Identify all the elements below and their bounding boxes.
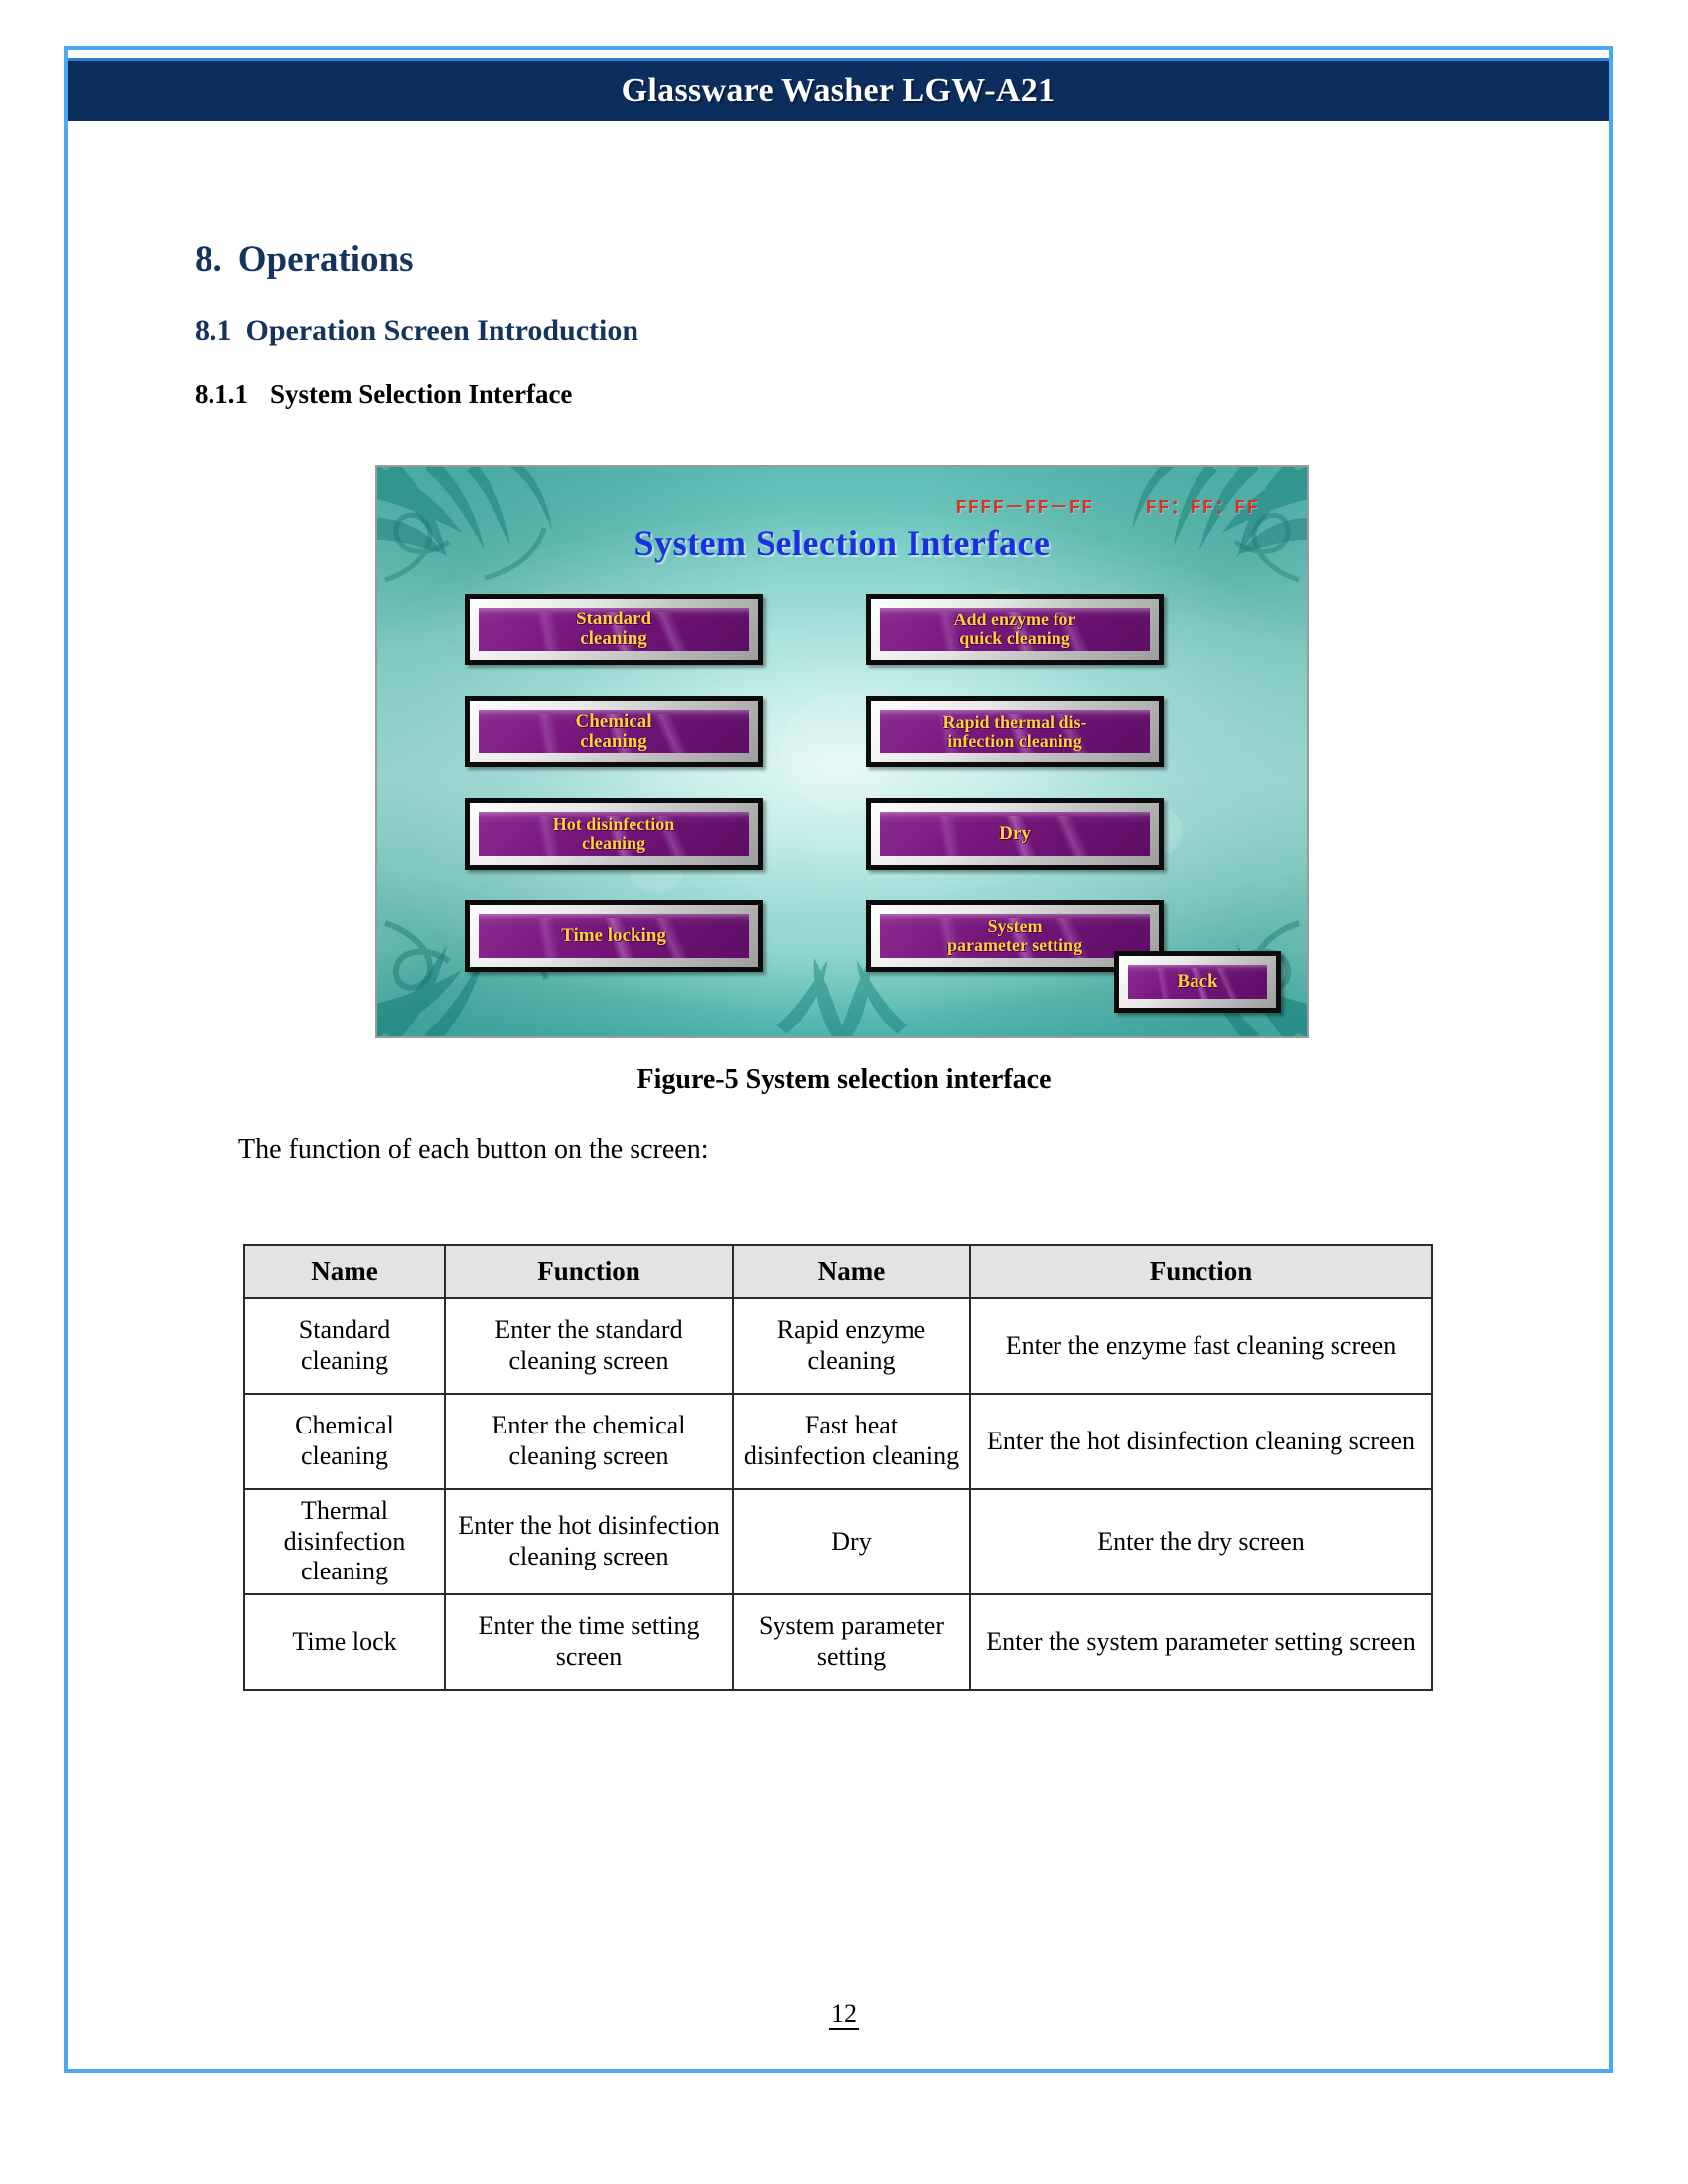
intro-paragraph: The function of each button on the scree…: [238, 1134, 709, 1164]
table-cell: Chemical cleaning: [243, 1393, 446, 1490]
heading-2-number: 8.1: [195, 314, 232, 346]
button-face: Rapid thermal dis-infection cleaning: [880, 710, 1150, 753]
table-cell: Standard cleaning: [243, 1297, 446, 1395]
figure-5-image: FFFF－FF－FF FF：FF：FF System Selection Int…: [375, 465, 1309, 1038]
hmi-button-label: Time locking: [561, 924, 666, 946]
page-border: [64, 46, 1613, 2073]
button-bevel: Rapid thermal dis-infection cleaning: [871, 701, 1159, 762]
hmi-date-placeholder: FFFF－FF－FF: [955, 497, 1094, 519]
table-cell: Enter the dry screen: [969, 1487, 1433, 1596]
table-header-row: Name Function Name Function: [243, 1244, 1433, 1299]
button-face: Back: [1128, 965, 1267, 999]
heading-system-selection-interface: 8.1.1 System Selection Interface: [195, 379, 572, 410]
document-title: Glassware Washer LGW-A21: [621, 71, 1055, 109]
hmi-button-label: Dry: [999, 822, 1031, 844]
button-bevel: Dry: [871, 803, 1159, 865]
table-cell: Enter the hot disinfection cleaning scre…: [969, 1393, 1433, 1490]
table-cell: Enter the chemical cleaning screen: [444, 1393, 734, 1490]
hmi-button-back[interactable]: Back: [1114, 951, 1281, 1013]
table-cell: Thermal disinfection cleaning: [243, 1487, 446, 1596]
table-cell: Dry: [732, 1487, 971, 1596]
table-cell: Time lock: [243, 1593, 446, 1692]
heading-3-number: 8.1.1: [195, 379, 248, 409]
column-header-function-2: Function: [969, 1244, 1433, 1299]
button-bevel: Time locking: [470, 905, 758, 967]
running-header: Glassware Washer LGW-A21: [68, 58, 1609, 121]
hmi-button-dry[interactable]: Dry: [866, 798, 1164, 870]
hmi-button-label: Back: [1177, 970, 1218, 992]
hmi-button-rapid-thermal-disinfection-cleaning[interactable]: Rapid thermal dis-infection cleaning: [866, 696, 1164, 767]
table-row: Standard cleaning Enter the standard cle…: [243, 1297, 1433, 1395]
table-cell: Enter the standard cleaning screen: [444, 1297, 734, 1395]
button-face: Dry: [880, 812, 1150, 856]
heading-operation-screen-introduction: 8.1 Operation Screen Introduction: [195, 314, 638, 347]
table-cell: System parameter setting: [732, 1593, 971, 1692]
hmi-button-label: Rapid thermal dis-infection cleaning: [942, 711, 1087, 751]
column-header-name-2: Name: [732, 1244, 971, 1299]
page-number-value: 12: [829, 1999, 859, 2030]
figure-caption: Figure-5 System selection interface: [636, 1064, 1052, 1095]
page-number: 12: [0, 1999, 1688, 2030]
hmi-system-selection-screen: FFFF－FF－FF FF：FF：FF System Selection Int…: [375, 465, 1309, 1038]
table-cell: Rapid enzyme cleaning: [732, 1297, 971, 1395]
heading-1-text: Operations: [237, 239, 414, 280]
table-row: Thermal disinfection cleaning Enter the …: [243, 1487, 1433, 1596]
heading-3-text: System Selection Interface: [270, 379, 573, 409]
table-cell: Enter the enzyme fast cleaning screen: [969, 1297, 1433, 1395]
column-header-function-1: Function: [444, 1244, 734, 1299]
hmi-time-placeholder: FF：FF：FF: [1145, 497, 1259, 519]
column-header-name-1: Name: [243, 1244, 446, 1299]
heading-operations: 8. Operations: [195, 238, 414, 281]
heading-2-text: Operation Screen Introduction: [245, 314, 639, 346]
button-bevel: Back: [1119, 956, 1276, 1008]
button-function-table: Name Function Name Function Standard cle…: [243, 1244, 1433, 1692]
button-face: Time locking: [479, 914, 749, 958]
hmi-datetime-display: FFFF－FF－FF FF：FF：FF: [955, 492, 1259, 519]
heading-1-number: 8.: [195, 239, 222, 280]
table-cell: Enter the hot disinfection cleaning scre…: [444, 1487, 734, 1596]
hmi-screen-title: System Selection Interface: [633, 523, 1051, 563]
hmi-button-time-locking[interactable]: Time locking: [465, 900, 763, 972]
table-cell: Enter the system parameter setting scree…: [969, 1593, 1433, 1692]
table-row: Chemical cleaning Enter the chemical cle…: [243, 1393, 1433, 1490]
table-row: Time lock Enter the time setting screen …: [243, 1593, 1433, 1692]
table-cell: Fast heat disinfection cleaning: [732, 1393, 971, 1490]
table-cell: Enter the time setting screen: [444, 1593, 734, 1692]
